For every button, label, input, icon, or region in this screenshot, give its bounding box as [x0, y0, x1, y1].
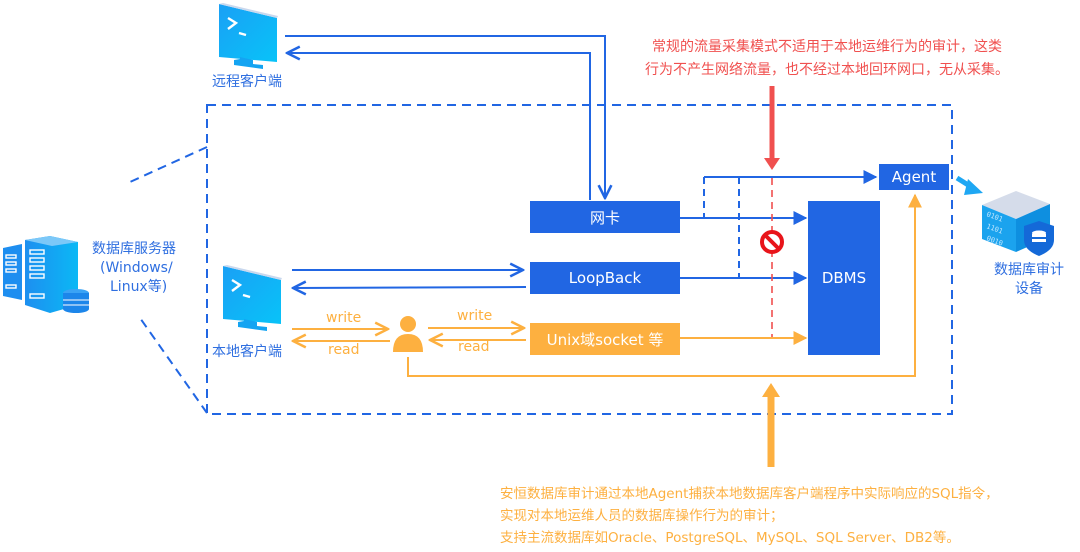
local-client-monitor-icon: [223, 265, 282, 331]
note-orange-line3: 支持主流数据库如Oracle、PostgreSQL、MySQL、SQL Serv…: [500, 530, 960, 546]
server-rack-icon: [3, 236, 89, 313]
loopback-flow: [292, 270, 527, 288]
write-label-right: write: [457, 308, 493, 324]
user-icon: [393, 316, 423, 352]
no-entry-icon: [760, 230, 784, 254]
local-client-label: 本地客户端: [212, 344, 282, 360]
read-label-left: read: [328, 342, 360, 358]
blocked-path: [764, 86, 780, 338]
traffic-limitation-note: 常规的流量采集模式不适用于本地运维行为的审计，这类 行为不产生网络流量，也不经过…: [645, 36, 1009, 82]
database-shield-icon: 0101 1101 0010: [982, 191, 1054, 256]
local-socket-flow: [292, 193, 922, 377]
audit-device-label: 数据库审计 设备: [985, 261, 1073, 299]
agent-node: Agent: [879, 164, 949, 190]
agent-capability-note: 安恒数据库审计通过本地Agent捕获本地数据库客户端程序中实际响应的SQL指令，…: [500, 483, 999, 549]
agent-taps: [703, 170, 878, 278]
note-orange-line1: 安恒数据库审计通过本地Agent捕获本地数据库客户端程序中实际响应的SQL指令，: [500, 486, 999, 502]
remote-flow: [285, 35, 605, 200]
note-red-line2: 行为不产生网络流量，也不经过本地回环网口，无从采集。: [645, 62, 1009, 78]
agent-to-audit-arrow: [955, 175, 983, 195]
note-orange-line2: 实现对本地运维人员的数据库操作行为的审计；: [500, 508, 784, 524]
note-red-line1: 常规的流量采集模式不适用于本地运维行为的审计，这类: [652, 39, 1002, 55]
dbms-node: DBMS: [808, 201, 880, 355]
db-server-title: 数据库服务器: [92, 241, 176, 257]
db-server-label: 数据库服务器 (Windows/ Linux等): [92, 240, 176, 297]
write-label-left: write: [326, 310, 362, 326]
audit-device-subtitle: 设备: [1015, 281, 1043, 297]
unix-socket-node: Unix域socket 等: [530, 323, 680, 355]
capture-arrow: [762, 383, 780, 467]
loopback-node: LoopBack: [530, 262, 680, 294]
nic-node: 网卡: [530, 201, 680, 233]
db-server-os-line1: (Windows/: [100, 260, 173, 276]
audit-device-title: 数据库审计: [994, 262, 1064, 278]
remote-client-monitor-icon: [219, 3, 278, 69]
database-cylinder-icon: [63, 289, 89, 313]
read-label-right: read: [458, 339, 490, 355]
server-boundary: [129, 104, 953, 415]
db-server-os-line2: Linux等): [110, 279, 168, 295]
remote-client-label: 远程客户端: [212, 74, 282, 90]
